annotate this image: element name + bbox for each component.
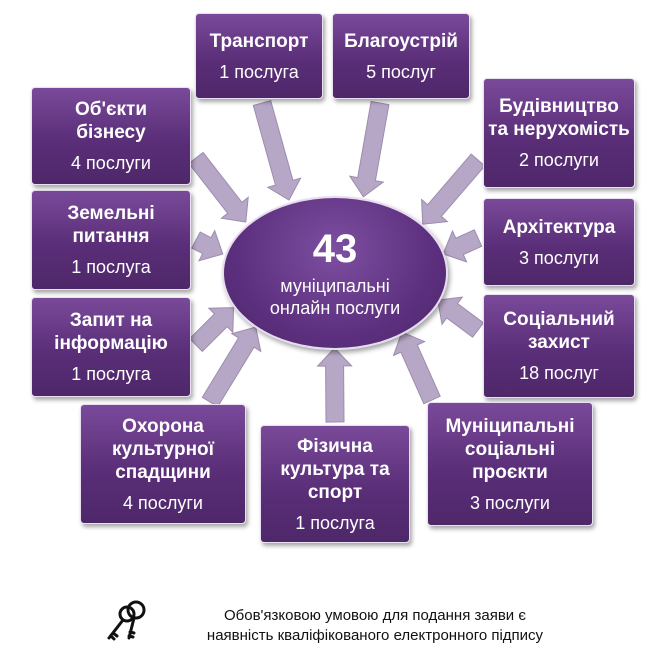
service-title: Запит на інформацію: [54, 310, 168, 354]
service-count: 1 послуга: [219, 61, 299, 82]
arrow-transport: [252, 99, 302, 201]
service-title: Муніципальні соціальні проєкти: [445, 415, 575, 483]
arrow-architecture: [442, 229, 483, 263]
service-box-landscaping: Благоустрій 5 послуг: [332, 13, 470, 99]
service-title: Соціальний захист: [503, 309, 615, 353]
service-title: Транспорт: [209, 30, 309, 52]
service-count: 3 послуги: [470, 492, 550, 513]
arrow-land-issues: [191, 229, 224, 262]
service-box-social-protection: Соціальний захист 18 послуг: [483, 294, 635, 398]
service-count: 4 послуги: [123, 492, 203, 513]
service-count: 4 послуги: [71, 153, 151, 173]
service-count: 1 послуга: [71, 257, 151, 277]
keys-icon: [107, 600, 146, 641]
arrow-landscaping: [348, 100, 390, 198]
service-title: Об'єкти бізнесу: [74, 99, 148, 143]
arrow-municipal-projects: [392, 331, 441, 405]
service-box-architecture: Архітектура 3 послуги: [483, 198, 635, 286]
footer-note: Обов'язковою умовою для подання заяви є …: [206, 607, 544, 644]
service-count: 1 послуга: [295, 512, 375, 533]
service-box-land-issues: Земельні питання 1 послуга: [31, 190, 191, 290]
service-count: 1 послуга: [71, 364, 151, 384]
service-title: Архітектура: [502, 216, 616, 238]
arrow-construction: [421, 153, 486, 225]
service-box-transport: Транспорт 1 послуга: [195, 13, 323, 99]
service-title: Будівництво та нерухомість: [488, 96, 630, 140]
arrow-cultural-heritage: [201, 326, 262, 408]
arrow-sports: [316, 347, 353, 423]
service-title: Земельні питання: [67, 203, 155, 247]
service-count: 2 послуги: [519, 150, 599, 170]
service-box-sports: Фізична культура та спорт 1 послуга: [260, 425, 410, 543]
service-box-municipal-social-projects: Муніципальні соціальні проєкти 3 послуги: [427, 402, 593, 526]
arrow-business-objects: [188, 151, 249, 223]
service-title: Благоустрій: [344, 30, 458, 52]
service-count: 18 послуг: [519, 363, 599, 383]
total-label: муніципальні онлайн послуги: [269, 276, 401, 318]
arrow-information-request: [188, 307, 235, 353]
arrow-social-protection: [437, 296, 485, 338]
service-count: 3 послуги: [519, 247, 599, 268]
service-box-business-objects: Об'єкти бізнесу 4 послуги: [31, 87, 191, 185]
service-box-construction: Будівництво та нерухомість 2 послуги: [483, 78, 635, 188]
center-total-circle: 43 муніципальні онлайн послуги: [222, 196, 448, 350]
service-title: Охорона культурної спадщини: [111, 415, 215, 483]
service-count: 5 послуг: [366, 61, 436, 82]
service-box-cultural-heritage: Охорона культурної спадщини 4 послуги: [80, 404, 246, 524]
service-box-information-request: Запит на інформацію 1 послуга: [31, 297, 191, 397]
total-count: 43: [312, 227, 358, 271]
service-title: Фізична культура та спорт: [280, 435, 390, 503]
